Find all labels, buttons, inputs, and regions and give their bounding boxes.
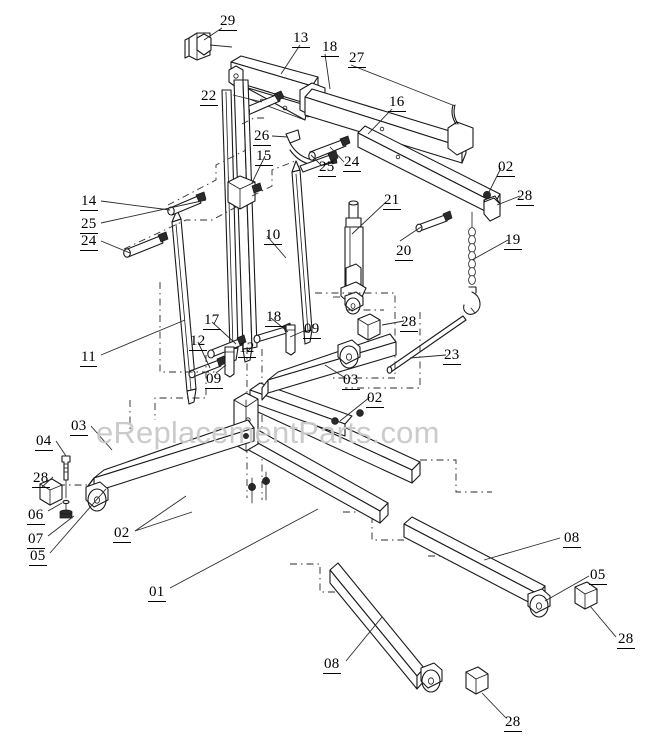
callout-bolt-04: 04 xyxy=(35,433,53,451)
part-11-leg-brace xyxy=(171,209,197,405)
callout-pin-20: 20 xyxy=(395,243,413,261)
part-19-chain-hook xyxy=(463,211,481,315)
callout-rod-23: 23 xyxy=(443,347,461,365)
callout-nut-25-left: 25 xyxy=(80,216,98,234)
callout-leg-08-front: 08 xyxy=(323,656,341,674)
callout-caster-leg-03-rear: 03 xyxy=(342,372,360,390)
part-15-collar xyxy=(227,175,263,210)
hardware-stack-front xyxy=(39,455,73,519)
callout-bolt-12-left: 12 xyxy=(189,333,207,351)
callout-caster-leg-03-front: 03 xyxy=(70,418,88,436)
leader-lines xyxy=(41,27,617,719)
part-08-leg-rear xyxy=(403,516,598,618)
part-13-boom-lower-rail xyxy=(304,88,474,164)
callout-leg-08-rear: 08 xyxy=(563,530,581,548)
part-23-rod xyxy=(386,315,467,374)
assembly-guide-lines xyxy=(58,117,492,593)
part-10-mast xyxy=(221,79,258,363)
callout-nut-02-base: 02 xyxy=(113,525,131,543)
callout-washer-06: 06 xyxy=(27,507,45,525)
part-25-mast-bolt xyxy=(299,150,339,173)
callout-spacer-09-right: 09 xyxy=(303,321,321,339)
callout-pin-18-lower: 18 xyxy=(265,309,283,327)
callout-spring-clip: 27 xyxy=(348,50,366,68)
part-08-leg-front xyxy=(329,562,489,695)
callout-bolt-14: 14 xyxy=(80,193,98,211)
callout-end-cap-28-mid: 28 xyxy=(400,314,418,332)
callout-bolt-12-right: 12 xyxy=(238,340,256,358)
callout-chain-and-hook: 19 xyxy=(504,232,522,250)
callout-curved-handle: 26 xyxy=(253,128,271,146)
part-29-bracket xyxy=(184,32,212,61)
callout-pin-18-upper: 18 xyxy=(321,39,339,57)
callout-mounting-bracket: 29 xyxy=(219,13,237,31)
part-09-spacers xyxy=(224,324,296,378)
callout-hydraulic-ram: 21 xyxy=(383,192,401,210)
part-21-hydraulic-ram xyxy=(340,200,367,315)
callout-caster-05-front: 05 xyxy=(29,548,47,566)
callout-bolt-24-upper: 24 xyxy=(343,154,361,172)
callout-mast-upright: 10 xyxy=(264,227,282,245)
callout-base-frame-01: 01 xyxy=(148,584,166,602)
part-24-25-left xyxy=(123,231,169,258)
callout-end-cap-28-front-leg: 28 xyxy=(504,714,522,732)
callout-bolt-17: 17 xyxy=(203,312,221,330)
callout-leg-brace-11: 11 xyxy=(80,349,98,367)
callout-end-cap-28-boom: 28 xyxy=(516,188,534,206)
callout-end-cap-28-front: 28 xyxy=(32,470,50,488)
callout-boom-extension: 16 xyxy=(388,94,406,112)
callout-washer-07: 07 xyxy=(27,531,45,549)
part-20-pin xyxy=(415,210,453,233)
callout-nut-02-boom-tip: 02 xyxy=(497,159,515,177)
callout-end-cap-28-rear: 28 xyxy=(617,631,635,649)
part-01-base-frame xyxy=(85,382,421,524)
callout-spacer-09-left: 09 xyxy=(205,371,223,389)
part-27-clip xyxy=(451,104,459,125)
callout-nut-02-mid: 02 xyxy=(366,390,384,408)
callout-boom-main-arm: 13 xyxy=(292,30,310,48)
part-02-nuts-base xyxy=(243,409,364,504)
part-28-cap-mid xyxy=(357,313,381,341)
callout-mast-collar: 15 xyxy=(255,148,273,166)
part-14-bolt xyxy=(167,191,207,216)
callout-bolt-24-left: 24 xyxy=(80,233,98,251)
part-mast-right-strut xyxy=(291,160,313,345)
callout-caster-05-rear: 05 xyxy=(589,567,607,585)
callout-nut-25-upper: 25 xyxy=(318,159,336,177)
callout-bolt-22: 22 xyxy=(200,88,218,106)
part-03-caster-leg-rear xyxy=(261,333,397,401)
